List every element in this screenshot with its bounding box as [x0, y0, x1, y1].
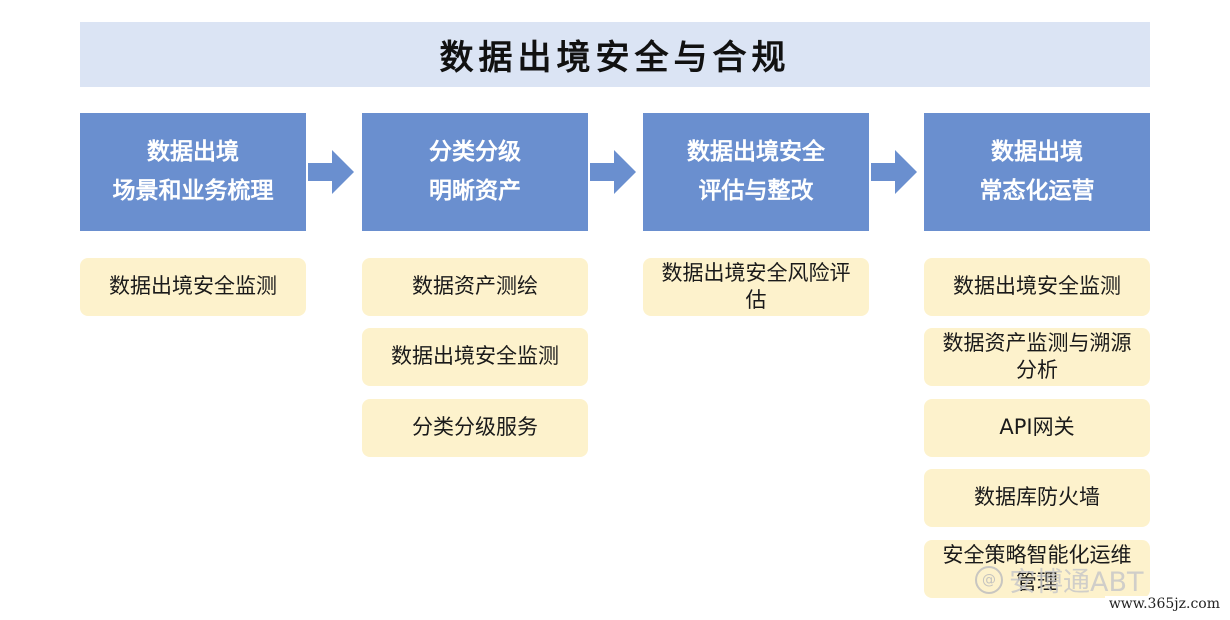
stage-box-2: 分类分级 明晰资产	[362, 113, 588, 231]
stage-1-line-2: 场景和业务梳理	[112, 178, 274, 204]
stage-box-1: 数据出境 场景和业务梳理	[80, 113, 306, 231]
stage-1-line-1: 数据出境	[147, 138, 239, 165]
tool-box: 安全策略智能化运维管理	[924, 540, 1150, 598]
tool-box: 数据资产监测与溯源分析	[924, 328, 1150, 386]
watermark: @ 安博通ABT	[975, 560, 1144, 599]
site-url-label: www.365jz.com	[1104, 596, 1224, 612]
right-arrow-icon	[308, 150, 354, 194]
tool-box: 数据出境安全监测	[80, 258, 306, 316]
tool-box: 数据出境安全监测	[362, 328, 588, 386]
stage-box-3: 数据出境安全 评估与整改	[643, 113, 869, 231]
title-banner: 数据出境安全与合规	[80, 22, 1150, 87]
tool-box: 数据资产测绘	[362, 258, 588, 316]
tool-box: 分类分级服务	[362, 399, 588, 457]
stage-box-4: 数据出境 常态化运营	[924, 113, 1150, 231]
tool-box: 数据出境安全监测	[924, 258, 1150, 316]
stage-4-line-2: 常态化运营	[979, 178, 1095, 204]
diagram-title: 数据出境安全与合规	[439, 38, 791, 78]
stage-4-line-1: 数据出境	[991, 138, 1083, 165]
stage-2-line-1: 分类分级	[429, 138, 521, 165]
swirl-logo-icon: @	[975, 565, 1003, 594]
tool-box: 数据出境安全风险评估	[643, 258, 869, 316]
stage-2-line-2: 明晰资产	[429, 178, 521, 204]
tool-box: 数据库防火墙	[924, 469, 1150, 527]
stage-3-line-1: 数据出境安全	[687, 138, 825, 165]
right-arrow-icon	[590, 150, 636, 194]
right-arrow-icon	[871, 150, 917, 194]
stage-3-line-2: 评估与整改	[698, 178, 814, 204]
watermark-text: 安博通ABT	[1009, 567, 1144, 598]
tool-box: API网关	[924, 399, 1150, 457]
